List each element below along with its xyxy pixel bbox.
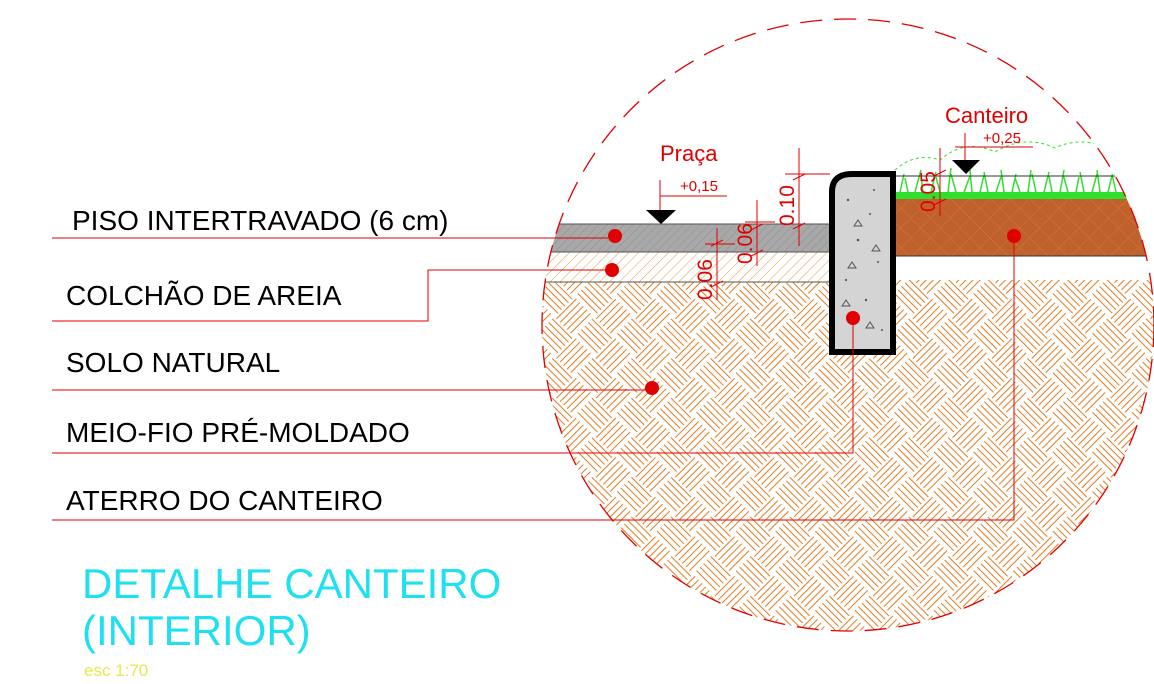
sand-layer (542, 251, 836, 283)
praca-level: +0,15 (680, 178, 718, 195)
label-aterro-canteiro: ATERRO DO CANTEIRO (66, 485, 383, 516)
scale-note: esc 1:70 (84, 661, 148, 680)
canteiro-level: +0,25 (983, 130, 1021, 147)
leader-lines (52, 236, 1015, 521)
label-colchao-areia: COLCHÃO DE AREIA (66, 280, 342, 311)
meio-fio-curb (829, 171, 896, 355)
grass-blades (899, 167, 1117, 193)
praca-level-marker-icon (646, 210, 676, 224)
dim-paver-thickness: 0.06 (734, 223, 757, 264)
label-solo-natural: SOLO NATURAL (66, 347, 280, 378)
canteiro-name: Canteiro (945, 103, 1028, 128)
leader-bullets (605, 229, 1021, 395)
praca-name: Praça (660, 141, 718, 166)
label-meio-fio: MEIO-FIO PRÉ-MOLDADO (66, 417, 410, 448)
drawing-subtitle: (INTERIOR) (82, 607, 311, 654)
aterro-layer (893, 198, 1154, 256)
section-view (542, 141, 1154, 631)
dimension-lines (705, 148, 947, 300)
label-piso-intertravado: PISO INTERTRAVADO (6 cm) (72, 205, 448, 236)
dim-canteiro-step: 0.05 (917, 171, 940, 212)
grass-strip (893, 192, 1154, 199)
drawing-title: DETALHE CANTEIRO (82, 560, 501, 607)
canteiro-level-marker-icon (952, 160, 980, 174)
detail-circle (541, 18, 1154, 632)
dim-sand-thickness: 0.06 (694, 259, 717, 300)
dim-curb-reveal: 0.10 (776, 185, 799, 226)
concrete-speckle (844, 189, 883, 331)
